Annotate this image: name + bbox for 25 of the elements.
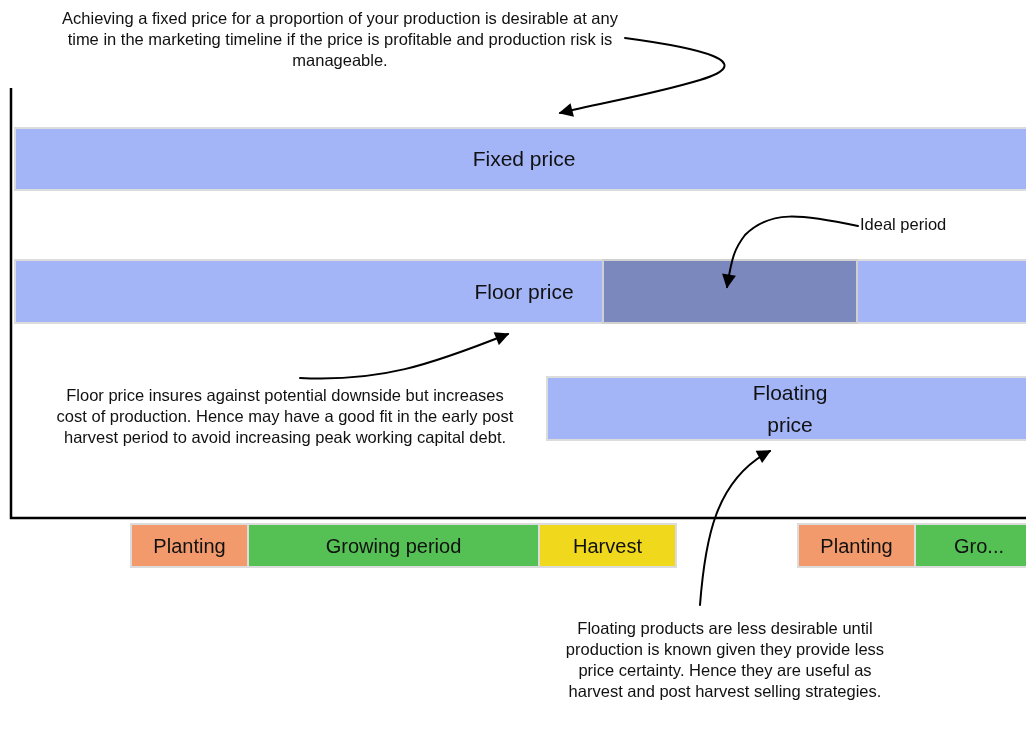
bar-label: Planting bbox=[820, 533, 893, 559]
timeline-bar bbox=[797, 523, 916, 568]
bar-label: Floating price bbox=[751, 379, 829, 438]
timeline-bar bbox=[247, 523, 540, 568]
annotation-text: Ideal period bbox=[860, 215, 947, 233]
bar-label: Gro... bbox=[953, 533, 1005, 559]
bar-label: Harvest bbox=[573, 533, 642, 559]
timeline-bar bbox=[538, 523, 677, 568]
annotation-text: Floor price insures against potential downside but increases cost of production. Hence may have a good fit in the early post harvest period to avoid increasing peak working capital debt. bbox=[56, 386, 514, 446]
bar-label: Growing period bbox=[325, 533, 462, 559]
annotation-text: Achieving a fixed price for a proportion of your production is desirable at any time in the marketing timeline if the price is profitable and production risk is manageable. bbox=[62, 9, 618, 69]
bar-label: Fixed price bbox=[472, 146, 576, 172]
curved-arrow bbox=[722, 215, 859, 289]
bar-label: Floor price bbox=[474, 278, 574, 305]
timeline-bar bbox=[14, 127, 1026, 191]
bar-label: Planting bbox=[153, 533, 226, 559]
timeline-bar bbox=[130, 523, 249, 568]
curved-arrow bbox=[558, 37, 726, 117]
curved-arrow bbox=[699, 450, 772, 606]
timeline-bar bbox=[914, 523, 1026, 568]
highlight-segment bbox=[602, 259, 858, 324]
curved-arrow bbox=[299, 332, 510, 380]
annotation-text: Floating products are less desirable until production is known given they provide less price certainty. Hence they are useful as harvest and post harvest selling strategies. bbox=[565, 619, 885, 700]
timeline-bar bbox=[546, 376, 1026, 441]
timeline-bar bbox=[14, 259, 1026, 324]
